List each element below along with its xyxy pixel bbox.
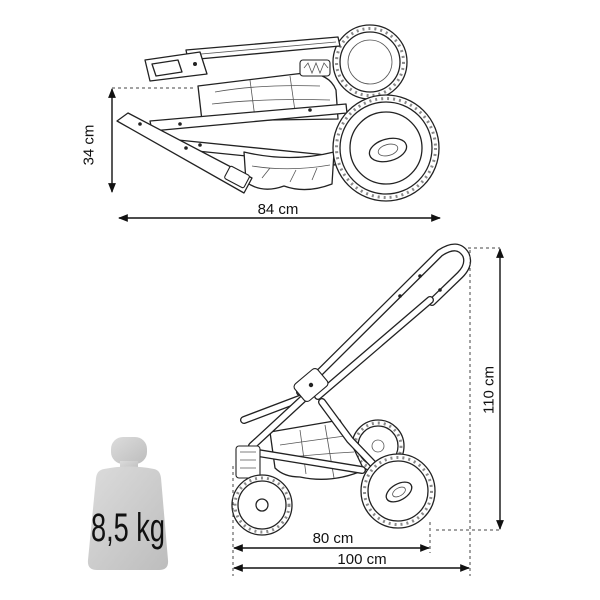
dimension-folded-length: 84 cm — [118, 201, 441, 222]
folded-stroller — [116, 24, 440, 202]
overall-length-label: 100 cm — [337, 551, 386, 568]
unfolded-chassis-tube — [248, 448, 366, 474]
unfolded-stroller — [231, 243, 472, 536]
weight-label: 8,5 kg — [91, 506, 165, 550]
weight-icon-neck — [120, 461, 138, 470]
dimension-wheel-span: 80 cm — [232, 466, 431, 576]
weight-icon-knob — [111, 437, 147, 464]
dimension-overall-length: 100 cm — [233, 250, 471, 576]
unfolded-rear-wheel — [360, 453, 436, 529]
folded-handle-bracket — [144, 51, 208, 82]
unfolded-front-wheel — [231, 474, 293, 536]
dimension-unfolded-height: 110 cm — [436, 247, 504, 531]
folded-upper-wheel — [332, 24, 408, 100]
weight-icon-body — [87, 466, 169, 570]
unfolded-fold-joint — [293, 368, 329, 402]
wheel-span-label: 80 cm — [313, 530, 354, 547]
unfolded-seat-support-tube — [240, 394, 306, 424]
folded-length-label: 84 cm — [258, 201, 299, 218]
folded-handle-bar — [185, 36, 341, 61]
folded-main-wheel — [332, 94, 440, 202]
unfolded-height-label: 110 cm — [480, 366, 497, 414]
folded-height-label: 34 cm — [80, 125, 97, 166]
unfolded-front-suspension — [235, 445, 261, 479]
weight-icon: 8,5 kg — [87, 437, 169, 570]
dimension-folded-height: 34 cm — [80, 87, 196, 193]
folded-basket — [243, 151, 335, 191]
unfolded-handle-tube — [296, 243, 472, 400]
folded-front-leg-bar — [116, 112, 253, 194]
